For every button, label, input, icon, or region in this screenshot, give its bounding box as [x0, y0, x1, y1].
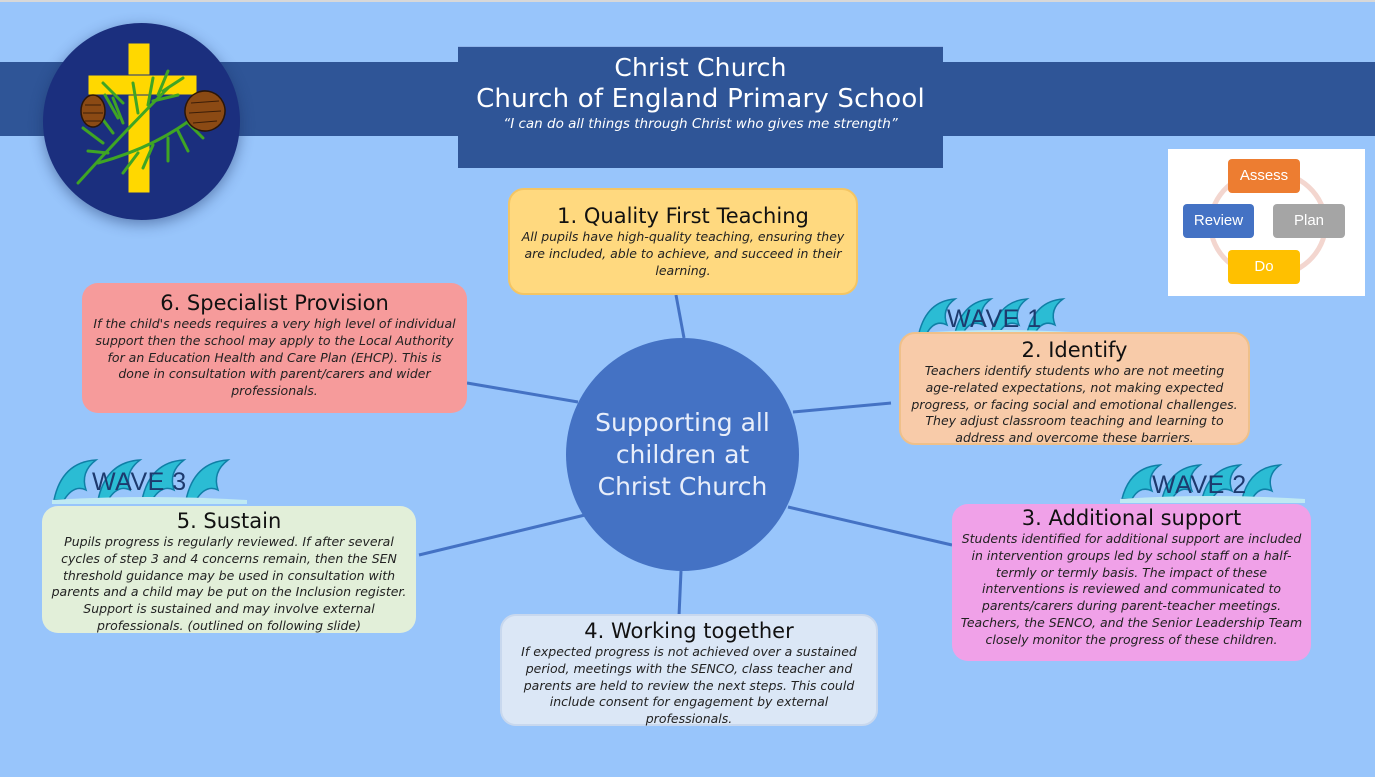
top-border — [0, 0, 1375, 2]
wave-1-label: WAVE 1 — [947, 305, 1042, 333]
connector-step6 — [466, 381, 579, 404]
step-title: 2. Identify — [1021, 338, 1128, 362]
step-additional-support: 3. Additional support Students identifie… — [952, 504, 1311, 661]
school-motto: “I can do all things through Christ who … — [503, 116, 898, 132]
connector-step3 — [787, 505, 953, 547]
step-description: All pupils have high-quality teaching, e… — [521, 229, 845, 278]
wave-2-badge: WAVE 2 — [1120, 459, 1305, 503]
wave-2-label: WAVE 2 — [1152, 471, 1247, 499]
wave-icon — [1120, 464, 1305, 503]
step-description: Pupils progress is regularly reviewed. I… — [51, 534, 407, 633]
step-sustain: 5. Sustain Pupils progress is regularly … — [42, 506, 416, 633]
assess-plan-do-review-cycle: Assess Plan Do Review — [1168, 149, 1365, 296]
school-name-line1: Christ Church — [614, 53, 787, 82]
wave-1-badge: WAVE 1 — [917, 293, 1087, 337]
school-logo — [43, 23, 240, 220]
step-title: 6. Specialist Provision — [160, 291, 389, 315]
cross-pinecone-crest-icon — [76, 42, 226, 194]
wave-3-label: WAVE 3 — [92, 468, 187, 496]
central-hub-label: Supporting all children at Christ Church — [595, 407, 770, 501]
central-hub: Supporting all children at Christ Church — [566, 338, 799, 571]
step-title: 1. Quality First Teaching — [557, 204, 809, 228]
connector-step2 — [792, 401, 892, 414]
step-title: 3. Additional support — [1021, 506, 1242, 530]
cycle-step-assess: Assess — [1228, 159, 1300, 193]
step-identify: 2. Identify Teachers identify students w… — [899, 332, 1250, 445]
school-name-line2: Church of England Primary School — [476, 84, 925, 114]
step-title: 5. Sustain — [176, 509, 282, 533]
step-title: 4. Working together — [584, 619, 794, 643]
wave-icon — [52, 459, 247, 504]
step-quality-first-teaching: 1. Quality First Teaching All pupils hav… — [508, 188, 858, 295]
cycle-step-plan: Plan — [1273, 204, 1345, 238]
step-description: Teachers identify students who are not m… — [911, 363, 1238, 446]
step-working-together: 4. Working together If expected progress… — [500, 614, 878, 726]
connector-step4 — [677, 570, 683, 617]
wave-3-badge: WAVE 3 — [52, 456, 247, 504]
connector-step5 — [418, 513, 586, 557]
connector-step1 — [674, 294, 686, 339]
step-description: If expected progress is not achieved ove… — [521, 644, 857, 727]
cycle-step-do: Do — [1228, 250, 1300, 284]
step-description: If the child's needs requires a very hig… — [93, 316, 456, 399]
cycle-step-review: Review — [1183, 204, 1254, 238]
school-title-banner: Christ Church Church of England Primary … — [458, 46, 943, 168]
step-description: Students identified for additional suppo… — [960, 531, 1303, 647]
step-specialist-provision: 6. Specialist Provision If the child's n… — [82, 283, 467, 413]
